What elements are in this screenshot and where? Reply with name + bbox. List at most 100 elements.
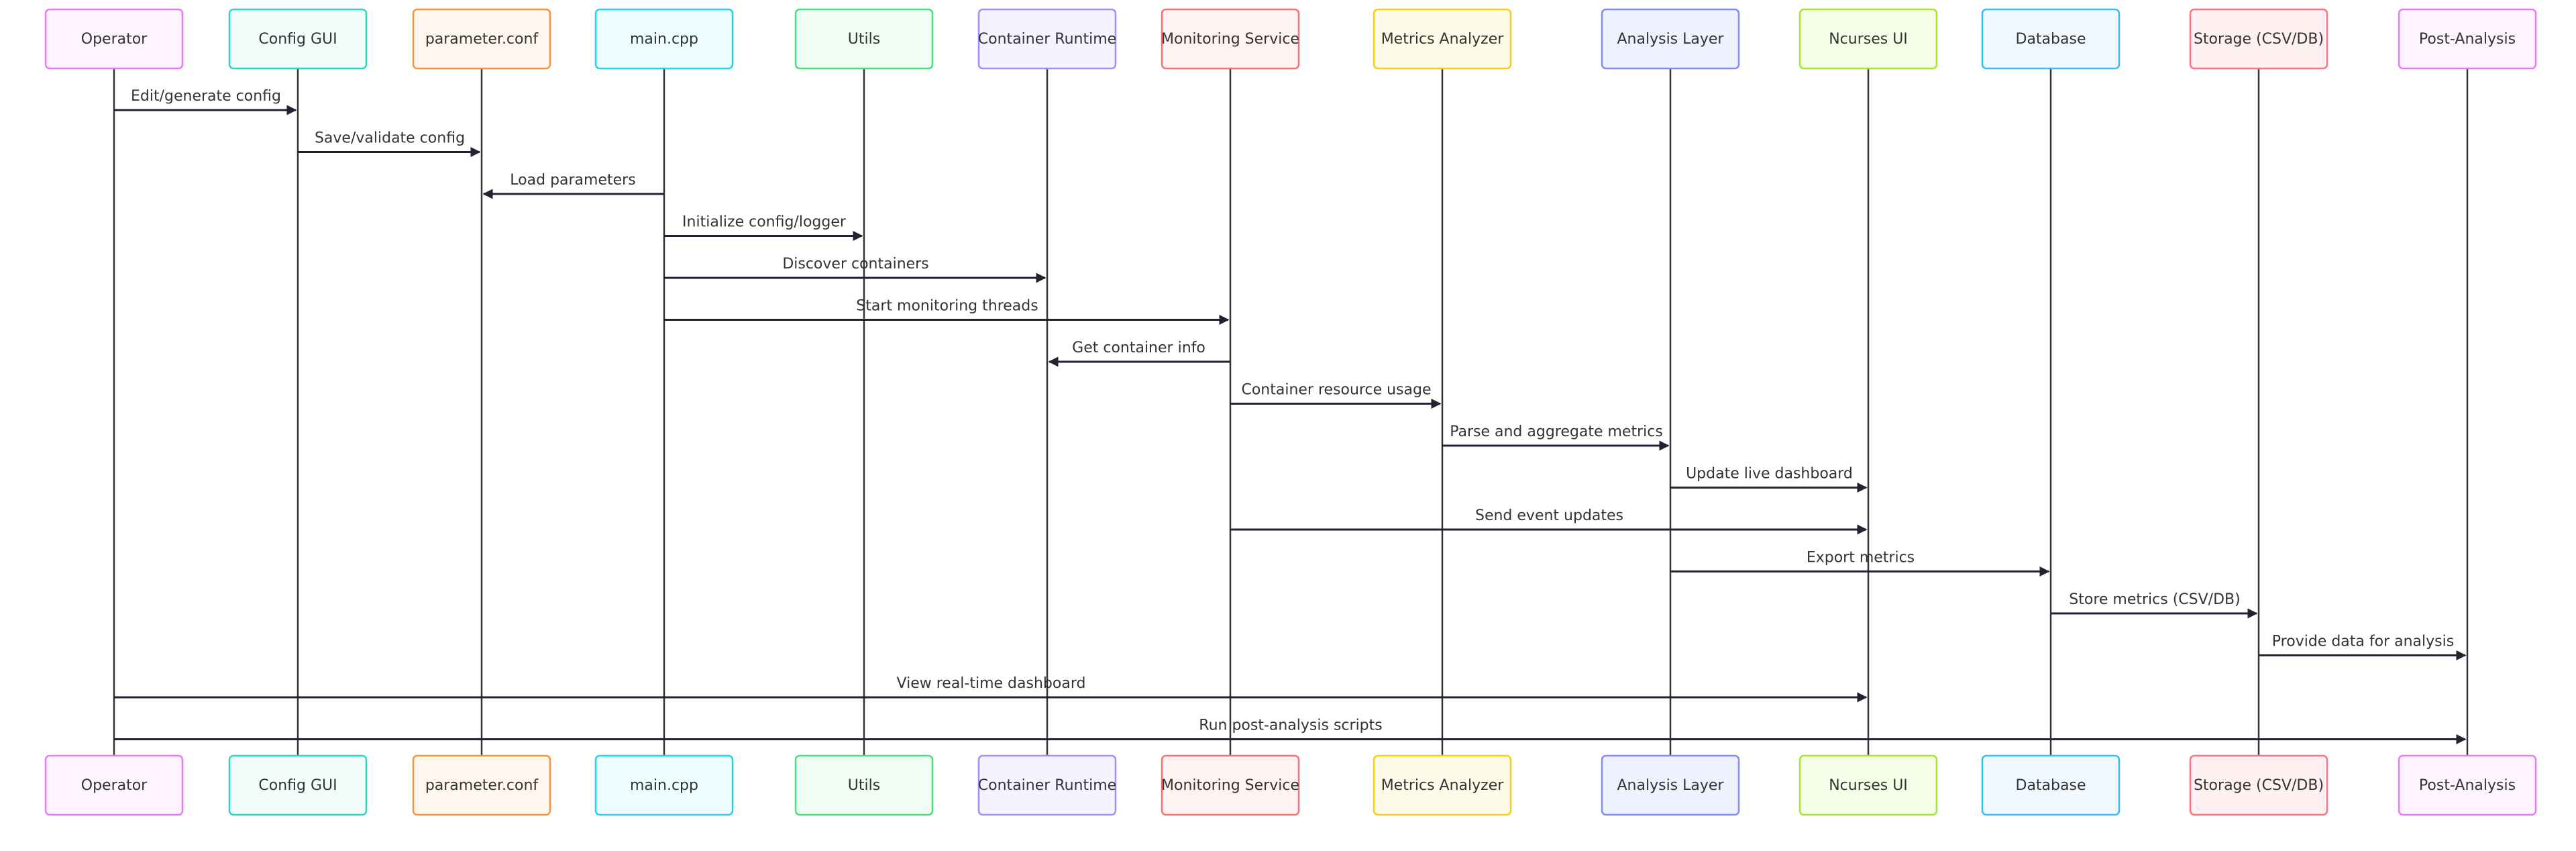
participant-label: Metrics Analyzer [1381,31,1505,48]
participant-label: Container Runtime [978,777,1116,794]
message: Start monitoring threads [664,298,1230,325]
message: Get container info [1048,340,1230,367]
participant-label: Monitoring Service [1161,777,1299,794]
message: Run post-analysis scripts [114,717,2467,744]
participant-box [977,754,1117,816]
lifelines [113,68,2469,756]
message-label: Store metrics (CSV/DB) [2069,591,2240,608]
message: Store metrics (CSV/DB) [2051,591,2258,619]
participant-label: Container Runtime [978,31,1116,48]
participant-analysis_layer-bottom: Analysis Layer [1601,754,1740,816]
message: View real-time dashboard [114,675,1868,703]
participant-label: Storage (CSV/DB) [2194,777,2324,794]
participant-box [594,754,734,816]
message: Load parameters [482,172,664,199]
participant-box [1373,754,1512,816]
participant-box [1799,754,1938,816]
message-label: Discover containers [782,256,928,272]
participant-monitoring_service-top: Monitoring Service [1161,8,1300,70]
message-label: Run post-analysis scripts [1199,717,1382,734]
participant-box [1981,754,2121,816]
participant-storage-top: Storage (CSV/DB) [2189,8,2328,70]
participant-main_cpp-top: main.cpp [594,8,734,70]
participants-top: Operator Config GUI parameter.conf main.cpp… [44,8,2537,70]
message: Edit/generate config [114,88,297,115]
participant-label: Ncurses UI [1829,777,1908,794]
participant-label: main.cpp [630,777,698,794]
message-label: View real-time dashboard [897,675,1086,692]
message-label: Export metrics [1807,550,1915,566]
message-label: Get container info [1072,340,1205,356]
participant-container_runtime-top: Container Runtime [977,8,1117,70]
message-label: Update live dashboard [1686,466,1853,483]
participant-label: Operator [81,777,148,794]
participant-box [794,754,934,816]
participant-storage-bottom: Storage (CSV/DB) [2189,754,2328,816]
participant-analysis_layer-top: Analysis Layer [1601,8,1740,70]
message: Container resource usage [1230,382,1442,409]
message: Initialize config/logger [664,214,863,241]
message: Export metrics [1670,550,2050,577]
participant-box [977,8,1117,70]
participant-box [1601,8,1740,70]
message-label: Container resource usage [1241,382,1431,399]
message-label: Save/validate config [315,130,465,147]
participant-label: Database [2016,31,2086,48]
participant-config_gui-bottom: Config GUI [228,754,368,816]
participant-box [44,754,184,816]
participants-bottom: Operator Config GUI parameter.conf main.cpp… [44,754,2537,816]
participant-box [1373,8,1512,70]
message-label: Start monitoring threads [856,298,1038,315]
message-label: Send event updates [1475,507,1623,524]
participant-box [1161,754,1300,816]
participant-label: parameter.conf [425,31,539,48]
participant-parameter_conf-bottom: parameter.conf [412,754,551,816]
message: Save/validate config [298,130,481,157]
participant-config_gui-top: Config GUI [228,8,368,70]
participant-box [228,8,368,70]
participant-operator-top: Operator [44,8,184,70]
message-label: Edit/generate config [131,88,281,105]
message: Discover containers [664,256,1046,283]
message-label: Initialize config/logger [682,214,847,231]
participant-box [2189,754,2328,816]
participant-label: Analysis Layer [1617,777,1725,794]
participant-label: Metrics Analyzer [1381,777,1505,794]
participant-post_analysis-bottom: Post-Analysis [2398,754,2537,816]
participant-box [412,8,551,70]
participant-box [2189,8,2328,70]
participant-box [594,8,734,70]
participant-label: Utils [848,31,880,48]
message: Update live dashboard [1670,466,1868,493]
participant-database-bottom: Database [1981,754,2121,816]
participant-label: parameter.conf [425,777,539,794]
participant-label: Utils [848,777,880,794]
participant-metrics_analyzer-top: Metrics Analyzer [1373,8,1512,70]
participant-label: Storage (CSV/DB) [2194,31,2324,48]
participant-box [228,754,368,816]
participant-label: Post-Analysis [2419,777,2516,794]
participant-parameter_conf-top: parameter.conf [412,8,551,70]
participant-label: Analysis Layer [1617,31,1725,48]
participant-box [1601,754,1740,816]
message: Provide data for analysis [2259,634,2467,660]
participant-database-top: Database [1981,8,2121,70]
message: Send event updates [1230,507,1868,535]
message-label: Parse and aggregate metrics [1450,423,1663,440]
participant-box [412,754,551,816]
participant-label: Config GUI [258,777,337,794]
participant-utils-top: Utils [794,8,934,70]
participant-operator-bottom: Operator [44,754,184,816]
participant-post_analysis-top: Post-Analysis [2398,8,2537,70]
participant-box [794,8,934,70]
participant-label: main.cpp [630,31,698,48]
participant-ncurses_ui-bottom: Ncurses UI [1799,754,1938,816]
participant-container_runtime-bottom: Container Runtime [977,754,1117,816]
message-label: Provide data for analysis [2272,634,2454,650]
participant-box [1981,8,2121,70]
participant-label: Ncurses UI [1829,31,1908,48]
participant-box [1799,8,1938,70]
